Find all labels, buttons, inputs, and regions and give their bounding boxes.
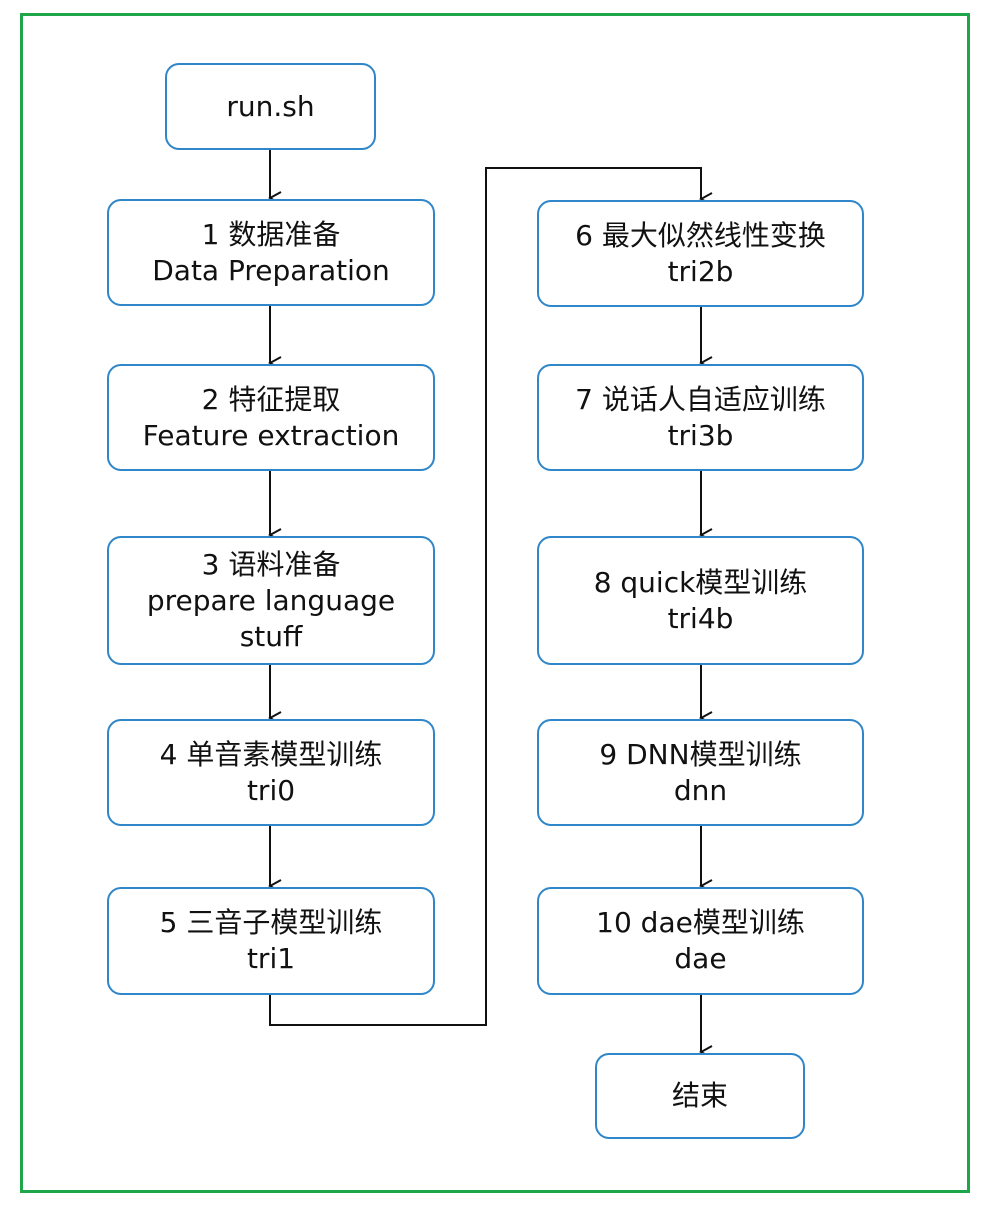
- node-step2: 2 特征提取 Feature extraction: [107, 364, 435, 471]
- node-step5: 5 三音子模型训练 tri1: [107, 887, 435, 995]
- node-step1: 1 数据准备 Data Preparation: [107, 199, 435, 306]
- node-step1-title: 1 数据准备: [201, 217, 341, 251]
- node-step1-subtitle: Data Preparation: [152, 253, 390, 287]
- node-step7-subtitle: tri3b: [667, 418, 734, 452]
- node-step6-title: 6 最大似然线性变换: [575, 218, 826, 252]
- node-step4-subtitle: tri0: [246, 773, 296, 807]
- node-step5-title: 5 三音子模型训练: [159, 906, 383, 939]
- node-start-label: run.sh: [226, 89, 315, 123]
- node-step4-title: 4 单音素模型训练: [159, 737, 383, 771]
- node-step10: 10 dae模型训练 dae: [537, 887, 864, 995]
- node-step3-subtitle-cont: stuff: [239, 619, 303, 653]
- node-end-label: 结束: [671, 1079, 728, 1112]
- node-step8-title: 8 quick模型训练: [593, 565, 808, 599]
- node-step3: 3 语料准备 prepare language stuff: [107, 536, 435, 665]
- node-step7-title: 7 说话人自适应训练: [575, 382, 826, 416]
- node-end: 结束: [595, 1053, 805, 1139]
- node-step6-subtitle: tri2b: [667, 254, 734, 288]
- node-step6: 6 最大似然线性变换 tri2b: [537, 200, 864, 307]
- node-step9: 9 DNN模型训练 dnn: [537, 719, 864, 826]
- node-step9-subtitle: dnn: [673, 773, 728, 807]
- node-step9-title: 9 DNN模型训练: [599, 737, 802, 771]
- node-step3-title: 3 语料准备: [201, 547, 341, 581]
- node-step3-subtitle: prepare language: [146, 583, 396, 617]
- node-step8: 8 quick模型训练 tri4b: [537, 536, 864, 665]
- node-step2-title: 2 特征提取: [201, 382, 341, 416]
- node-step4: 4 单音素模型训练 tri0: [107, 719, 435, 826]
- node-step10-title: 10 dae模型训练: [596, 906, 805, 939]
- node-step10-subtitle: dae: [674, 942, 727, 975]
- node-step8-subtitle: tri4b: [667, 601, 734, 635]
- diagram-frame: [20, 13, 970, 1193]
- node-start: run.sh: [165, 63, 376, 150]
- node-step7: 7 说话人自适应训练 tri3b: [537, 364, 864, 471]
- node-step2-subtitle: Feature extraction: [142, 418, 400, 452]
- node-step5-subtitle: tri1: [246, 942, 296, 975]
